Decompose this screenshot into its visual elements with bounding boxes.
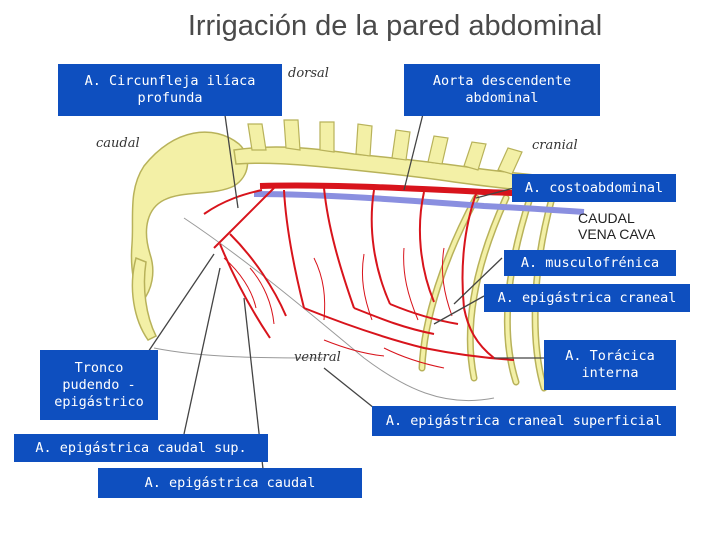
label-toracica-interna: A. Torácica interna <box>544 340 676 390</box>
anatomy-drawing <box>130 107 585 479</box>
caudal-note-line1: CAUDAL <box>578 210 635 226</box>
orientation-cranial: cranial <box>532 138 578 153</box>
vena-cava <box>253 191 585 215</box>
orientation-caudal: caudal <box>96 136 140 151</box>
label-epigastrica-craneal-superficial: A. epigástrica craneal superficial <box>372 406 676 436</box>
femur-bone <box>131 256 158 341</box>
pelvis-bone <box>130 131 249 304</box>
label-aorta: Aorta descendente abdominal <box>404 64 600 116</box>
orientation-dorsal: dorsal <box>288 66 329 81</box>
label-epigastrica-caudal-sup: A. epigástrica caudal sup. <box>14 434 268 462</box>
label-epigastrica-craneal: A. epigástrica craneal <box>484 284 690 312</box>
caudal-note-line2: VENA CAVA <box>578 226 656 242</box>
abdominal-wall-outline <box>183 217 495 402</box>
label-costoabdominal: A. costoabdominal <box>512 174 676 202</box>
label-circunfleja-iliaca: A. Circunfleja ilíaca profunda <box>58 64 282 116</box>
label-musculofrenica: A. musculofrénica <box>504 250 676 276</box>
orientation-ventral: ventral <box>294 350 341 365</box>
page-title: Irrigación de la pared abdominal <box>187 10 603 42</box>
caudal-vena-cava-note: CAUDAL VENA CAVA <box>578 210 655 242</box>
leader-lines <box>143 107 560 479</box>
label-epigastrica-caudal: A. epigástrica caudal <box>98 468 362 498</box>
label-tronco-pudendo: Tronco pudendo - epigástrico <box>40 350 158 420</box>
arteriole-net <box>223 247 453 369</box>
